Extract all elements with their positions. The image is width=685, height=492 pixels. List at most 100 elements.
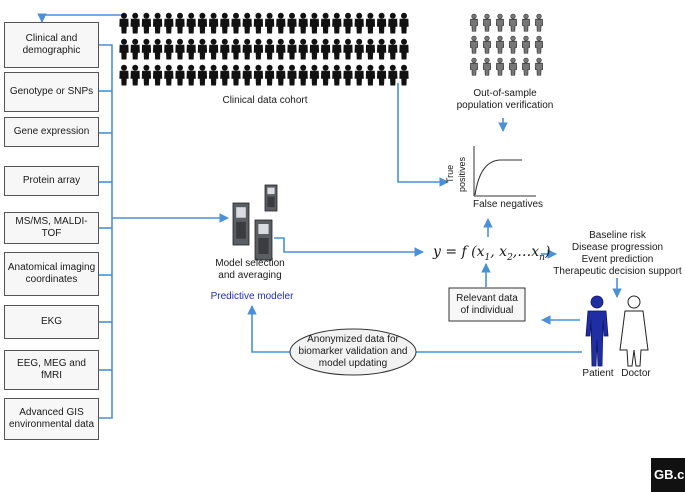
roc-ylabel: True positives [445,156,467,192]
verification-label: Out-of-sample population verification [456,88,554,111]
cohort-person-icon [365,12,376,34]
cohort-person-icon [298,38,308,60]
verification-person-icon [535,35,543,54]
cohort-person-icon [220,12,230,34]
verification-person-icon [535,57,543,76]
cohort-person-icon [332,64,342,86]
source-gene-expression: Gene expression [4,117,99,147]
cohort-person-icon [141,12,152,34]
cohort-person-icon [264,38,275,60]
cohort-person-icon [231,38,241,60]
source-genotype-snps: Genotype or SNPs [4,72,99,112]
cohort-person-icon [388,64,398,86]
roc-xlabel: False negatives [472,199,544,210]
cohort-person-icon [343,12,353,34]
verification-person-icon [470,57,478,76]
source-ekg: EKG [4,305,99,339]
cohort-person-icon [175,38,185,60]
cohort-person-icon [276,38,286,60]
cohort-person-icon [253,12,264,34]
cohort-person-icon [309,38,320,60]
cohort-person-icon [399,38,409,60]
cohort-person-icon [164,38,174,60]
cohort-person-icon [175,64,185,86]
cohort-person-icon [354,64,364,86]
cohort-person-icon [298,64,308,86]
server-icon [254,219,273,261]
doctor-icon [619,295,649,367]
cohort-person-icon [309,64,320,86]
cohort-person-icon [152,12,163,34]
cohort-person-icon [298,12,308,34]
cohort-person-icon [197,12,208,34]
verification-person-icon [522,57,530,76]
outcomes-list: Baseline risk Disease progression Event … [545,230,685,278]
cohort-person-icon [186,12,196,34]
cohort-person-icon [287,64,297,86]
anonymized-label: Anonymized data for biomarker validation… [298,334,408,369]
outcome-event-prediction: Event prediction [581,254,654,265]
verification-person-icon [496,35,504,54]
verification-person-icon [470,13,478,32]
verification-person-icon [496,57,504,76]
cohort-person-icon [253,38,264,60]
cohort-person-icon [399,64,409,86]
anonymized-ellipse [289,328,417,376]
roc-curve [474,159,522,196]
cohort-person-icon [231,64,241,86]
verification-person-icon [535,13,543,32]
verification-person-icon [522,35,530,54]
cohort-person-icon [141,64,152,86]
arrow-cohort-to-roc [397,83,449,187]
verification-person-icon [509,57,517,76]
cohort-person-icon [276,64,286,86]
verification-person-icon [483,13,491,32]
verification-person-icon [522,13,530,32]
source-eeg-meg-fmri: EEG, MEG and fMRI [4,350,99,390]
cohort-person-icon [343,38,353,60]
cohort-person-icon [365,38,376,60]
cohort-person-icon [220,38,230,60]
outcome-disease-progression: Disease progression [571,242,664,253]
cohort-person-icon [354,38,364,60]
cohort-person-icon [152,64,163,86]
cohort-person-icon [208,38,219,60]
verification-person-icon [509,35,517,54]
cohort-person-icon [332,12,342,34]
publisher-logo: GB.c [651,458,685,492]
cohort-person-icon [141,38,152,60]
cohort-person-icon [287,12,297,34]
cohort-person-icon [119,38,129,60]
cohort-person-icon [242,12,252,34]
cohort-person-icon [186,38,196,60]
cohort-person-icon [197,38,208,60]
cohort-person-icon [119,12,129,34]
source-protein-array: Protein array [4,166,99,196]
cohort-person-icon [320,12,331,34]
cohort-person-icon [208,64,219,86]
cohort-person-icon [220,64,230,86]
cohort-person-icon [309,12,320,34]
cohort-person-icon [320,38,331,60]
cohort-person-icon [253,64,264,86]
cohort-person-icon [343,64,353,86]
patient-icon [585,295,609,367]
cohort-person-icon [197,64,208,86]
roc-chart [473,146,536,197]
verification-person-icon [483,35,491,54]
arrow-cohort-to-clinical [37,13,125,23]
source-ms-maldi: MS/MS, MALDI-TOF [4,212,99,244]
source-clinical-demographic: Clinical and demographic [4,22,99,68]
cohort-person-icon [399,12,409,34]
cohort-person-icon [242,64,252,86]
cohort-label: Clinical data cohort [222,95,308,106]
cohort-person-icon [175,12,185,34]
cohort-person-icon [388,38,398,60]
doctor-label: Doctor [621,368,651,379]
cohort-person-icon [164,12,174,34]
cohort-person-icon [231,12,241,34]
arrow-patient-to-modeler [247,305,582,353]
modeler-caption: Model selection and averaging [215,258,285,281]
bracket-sources [99,44,113,419]
